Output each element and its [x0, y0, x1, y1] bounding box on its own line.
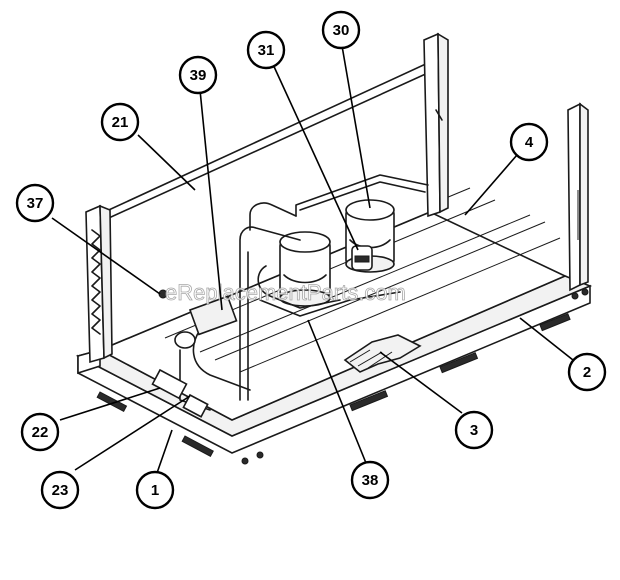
- left-corner-post: [85, 204, 113, 364]
- watermark-text: eReplacementParts.com: [165, 280, 406, 305]
- compressor-small: [279, 231, 331, 307]
- callout-38: 38: [350, 460, 390, 500]
- callout-2: 2: [567, 352, 607, 392]
- callout-23: 23: [40, 470, 80, 510]
- callout-21: 21: [100, 102, 140, 142]
- callout-22: 22: [20, 412, 60, 452]
- callout-37: 37: [15, 183, 55, 223]
- callout-31: 31: [246, 30, 286, 70]
- control-components: [151, 289, 238, 418]
- svg-text:23: 23: [52, 482, 69, 499]
- right-front-corner-post: [567, 102, 589, 292]
- refrigerant-tubing: [179, 174, 429, 411]
- svg-text:4: 4: [525, 134, 534, 151]
- svg-text:1: 1: [151, 482, 159, 499]
- leader-lines: [51, 39, 574, 474]
- callout-30: 30: [321, 10, 361, 50]
- callout-39: 39: [178, 55, 218, 95]
- svg-text:30: 30: [333, 22, 350, 39]
- callout-3: 3: [454, 410, 494, 450]
- svg-text:2: 2: [583, 364, 591, 381]
- svg-text:38: 38: [362, 472, 379, 489]
- callout-4: 4: [509, 122, 549, 162]
- right-rear-corner-post: [423, 32, 449, 218]
- callout-1: 1: [135, 470, 175, 510]
- svg-text:22: 22: [32, 424, 49, 441]
- accumulator: [351, 245, 373, 271]
- svg-text:39: 39: [190, 67, 207, 84]
- svg-text:21: 21: [112, 114, 129, 131]
- svg-text:37: 37: [27, 195, 44, 212]
- svg-text:3: 3: [470, 422, 478, 439]
- svg-text:31: 31: [258, 42, 275, 59]
